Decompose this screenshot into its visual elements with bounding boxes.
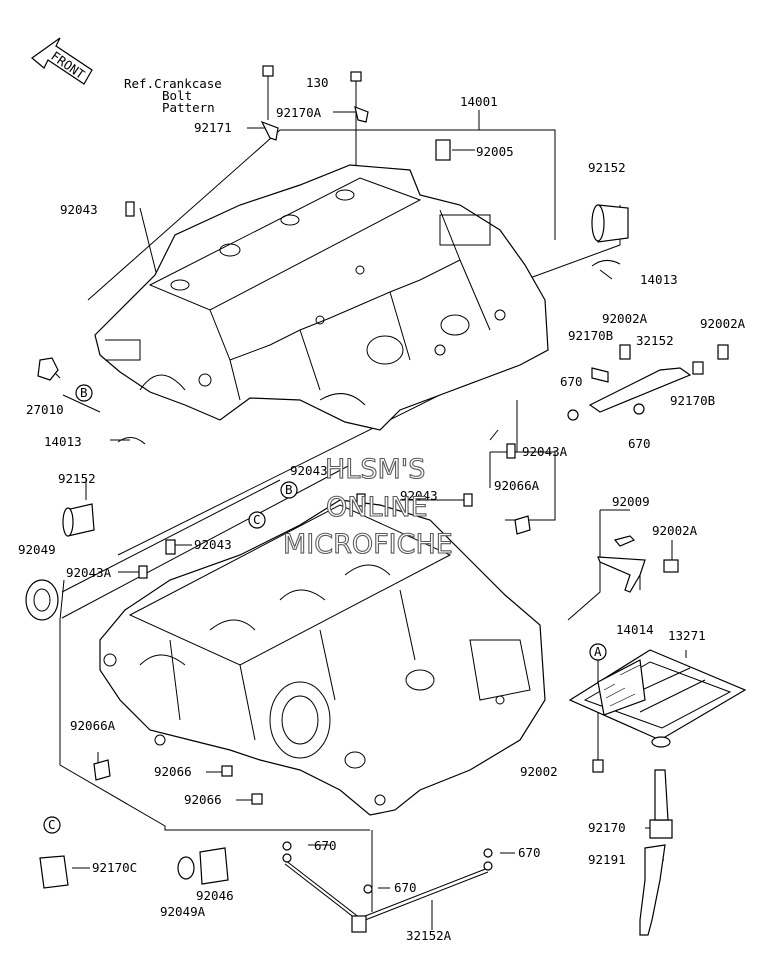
label-92049a: 92049A	[160, 904, 206, 919]
label-92066a-top: 92066A	[494, 478, 540, 493]
label-670-5: 670	[394, 880, 417, 895]
label-92170b-2: 92170B	[670, 393, 715, 408]
label-130: 130	[306, 75, 329, 90]
marker-c2-icon: C	[43, 816, 61, 834]
marker-b-icon: B	[75, 384, 93, 402]
marker-b2-text: B	[285, 482, 293, 497]
oil-pipe-32152a	[282, 841, 493, 933]
upper-crankcase	[94, 164, 549, 431]
label-14013-right: 14013	[640, 272, 678, 287]
label-92152-top: 92152	[588, 160, 626, 175]
label-92046: 92046	[196, 888, 234, 903]
label-92066-1: 92066	[154, 764, 192, 779]
lower-crankcase	[99, 499, 546, 816]
label-32152: 32152	[636, 333, 674, 348]
label-92191: 92191	[588, 852, 626, 867]
label-92043-mid: 92043	[290, 463, 328, 478]
label-92170a: 92170A	[276, 105, 322, 120]
label-92170c: 92170C	[92, 860, 137, 875]
marker-a-icon: A	[589, 643, 607, 661]
label-14013-left: 14013	[44, 434, 82, 449]
marker-b2-icon: B	[280, 481, 298, 499]
label-92066a-left: 92066A	[70, 718, 116, 733]
label-670-1: 670	[560, 374, 583, 389]
label-92171: 92171	[194, 120, 232, 135]
label-92002a-3: 92002A	[652, 523, 698, 538]
label-92043-mid2: 92043	[400, 488, 438, 503]
label-32152a: 32152A	[406, 928, 452, 943]
label-92043a-right: 92043A	[522, 444, 568, 459]
marker-c2-text: C	[48, 817, 56, 832]
watermark: HLSM'S ONLINE MICROFICHE	[282, 453, 453, 560]
label-92005: 92005	[476, 144, 514, 159]
label-14001: 14001	[460, 94, 498, 109]
label-670-2: 670	[628, 436, 651, 451]
watermark-line-2: ONLINE	[326, 492, 428, 523]
ref-note-line-1: Ref.Crankcase	[124, 76, 222, 91]
front-arrow-text: FRONT	[48, 48, 88, 82]
label-92043-left: 92043	[60, 202, 98, 217]
label-92066-2: 92066	[184, 792, 222, 807]
oil-strainer	[568, 649, 747, 748]
marker-b-text: B	[80, 385, 88, 400]
label-92043-low: 92043	[194, 537, 232, 552]
label-670-3: 670	[314, 838, 337, 853]
label-92002a-2: 92002A	[700, 316, 746, 331]
front-arrow-icon: FRONT	[31, 37, 93, 85]
label-92002: 92002	[520, 764, 558, 779]
label-92152-left: 92152	[58, 471, 96, 486]
marker-c-text: C	[253, 512, 261, 527]
marker-a-text: A	[594, 644, 602, 659]
label-92170: 92170	[588, 820, 626, 835]
label-27010: 27010	[26, 402, 64, 417]
label-92002a-1: 92002A	[602, 311, 648, 326]
ref-note-line-2: Bolt	[162, 88, 192, 103]
label-92009: 92009	[612, 494, 650, 509]
part-labels: 130 14001 92170A 92171 92005 92152 92043…	[18, 75, 746, 943]
label-92170b-1: 92170B	[568, 328, 613, 343]
ref-note-line-3: Pattern	[162, 100, 215, 115]
label-13271: 13271	[668, 628, 706, 643]
small-parts	[25, 65, 729, 936]
marker-c-icon: C	[248, 511, 266, 529]
label-92043a-low: 92043A	[66, 565, 112, 580]
label-670-4: 670	[518, 845, 541, 860]
watermark-line-3: MICROFICHE	[283, 529, 453, 560]
label-92049: 92049	[18, 542, 56, 557]
label-14014: 14014	[616, 622, 654, 637]
watermark-line-1: HLSM'S	[325, 454, 425, 485]
